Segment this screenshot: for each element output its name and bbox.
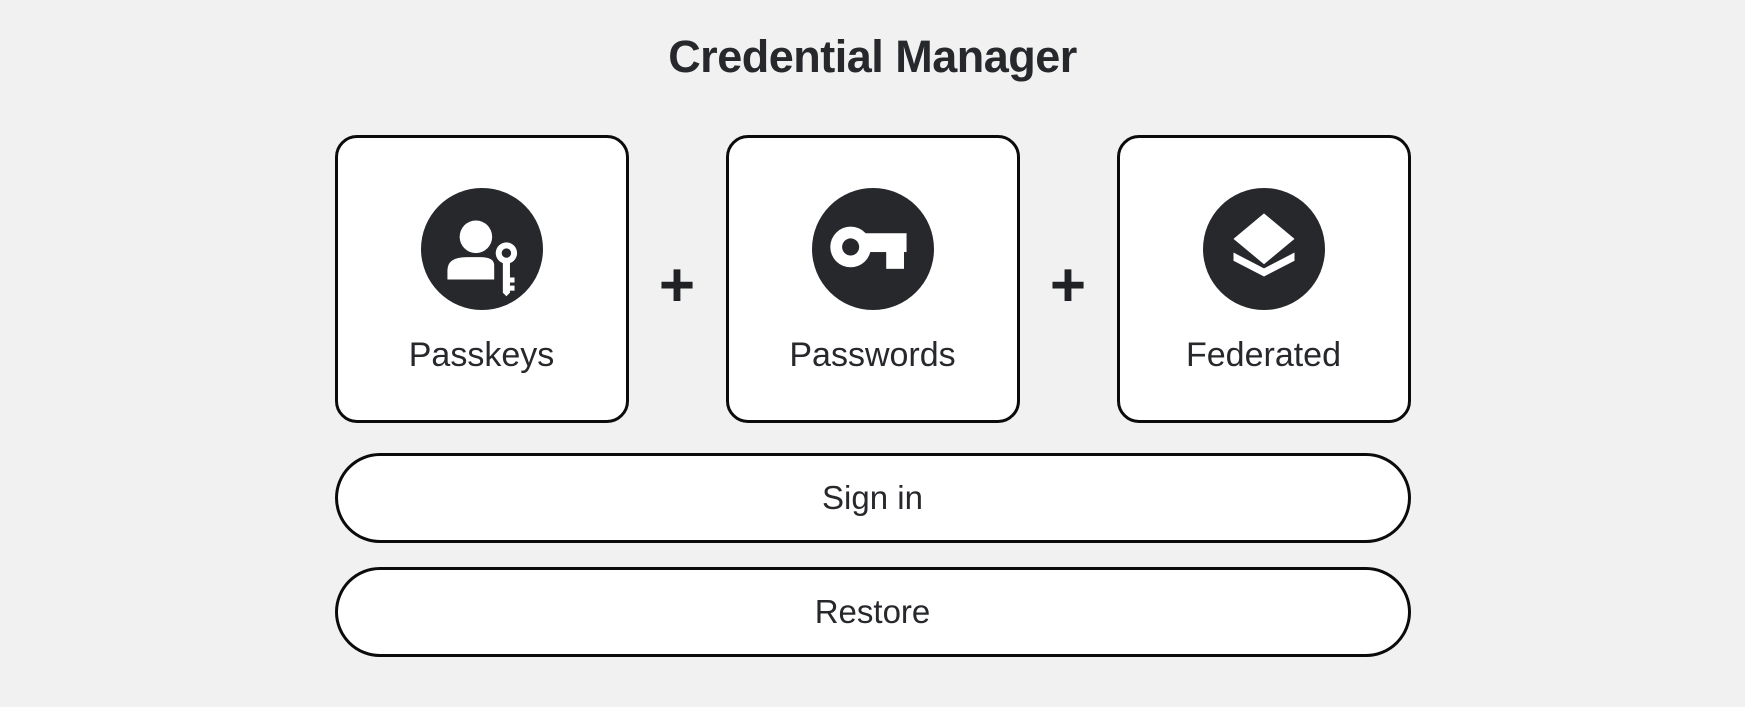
card-federated: Federated	[1116, 135, 1411, 423]
restore-button[interactable]: Restore	[334, 567, 1411, 657]
credential-manager-screen: Credential Manager Passkeys +	[334, 31, 1411, 657]
page-title: Credential Manager	[668, 31, 1077, 82]
password-key-icon	[811, 188, 934, 310]
plus-separator: +	[1049, 250, 1087, 320]
card-label-passkeys: Passkeys	[408, 336, 555, 374]
passkey-person-with-key-icon	[420, 188, 543, 310]
card-label-passwords: Passwords	[789, 336, 956, 374]
card-label-federated: Federated	[1186, 336, 1341, 374]
card-passkeys: Passkeys	[334, 135, 629, 423]
sign-in-button[interactable]: Sign in	[334, 453, 1411, 543]
credential-types-row: Passkeys + Passwords +	[334, 135, 1411, 423]
card-passwords: Passwords	[725, 135, 1020, 423]
federated-layers-icon	[1202, 188, 1325, 310]
plus-separator: +	[658, 250, 696, 320]
